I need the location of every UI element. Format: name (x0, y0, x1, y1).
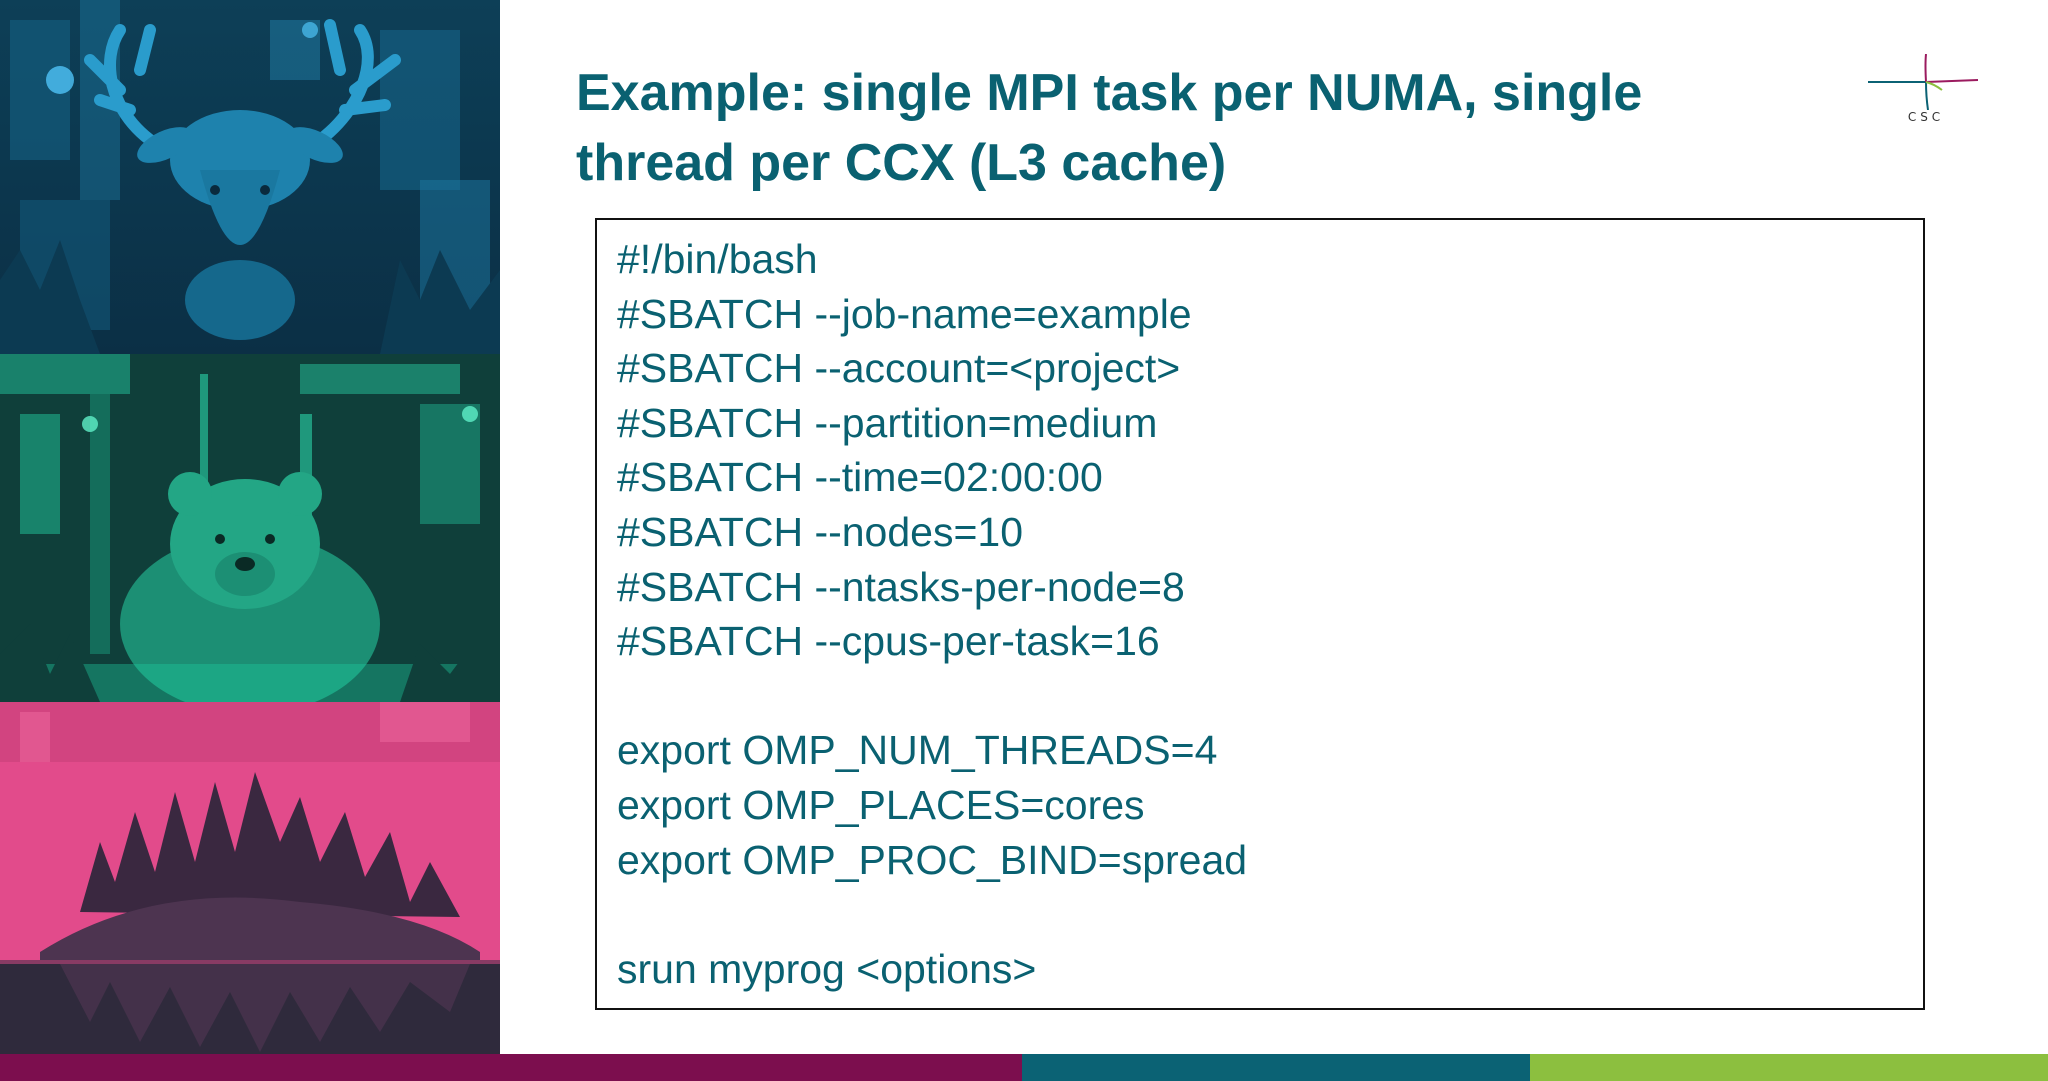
code-line: #SBATCH --cpus-per-task=16 (617, 618, 1160, 665)
slide-title: Example: single MPI task per NUMA, singl… (576, 64, 1643, 192)
code-line: export OMP_NUM_THREADS=4 (617, 727, 1218, 774)
code-line: srun myprog <options> (617, 945, 1037, 992)
bar-segment-teal (1022, 1054, 1530, 1081)
code-line: export OMP_PLACES=cores (617, 781, 1145, 828)
image-strip (0, 0, 500, 1054)
bar-segment-green (1530, 1054, 2048, 1081)
csc-logo-icon (1868, 53, 1979, 111)
code-line: export OMP_PROC_BIND=spread (617, 836, 1248, 883)
code-line: #SBATCH --account=<project> (617, 345, 1181, 392)
forest-lake-image (0, 702, 500, 1054)
logo-text: CSC (1907, 110, 1945, 124)
code-line: #SBATCH --partition=medium (617, 399, 1158, 446)
csc-logo: CSC (1868, 53, 1984, 130)
bear-icon (0, 354, 500, 702)
code-line: #SBATCH --job-name=example (617, 290, 1192, 337)
bear-image (0, 354, 500, 702)
moose-image (0, 0, 500, 354)
bottom-color-bar (0, 1054, 2048, 1081)
bar-segment-magenta (0, 1054, 1022, 1081)
code-line: #SBATCH --ntasks-per-node=8 (617, 563, 1185, 610)
code-box: #!/bin/bash #SBATCH --job-name=example #… (595, 218, 1925, 1010)
code-line (617, 887, 1923, 942)
code-line: #SBATCH --nodes=10 (617, 508, 1024, 555)
forest-lake-icon (0, 702, 500, 1054)
moose-icon (0, 0, 500, 354)
code-line: #SBATCH --time=02:00:00 (617, 454, 1103, 501)
code-line (617, 669, 1923, 724)
code-line: #!/bin/bash (617, 236, 818, 282)
